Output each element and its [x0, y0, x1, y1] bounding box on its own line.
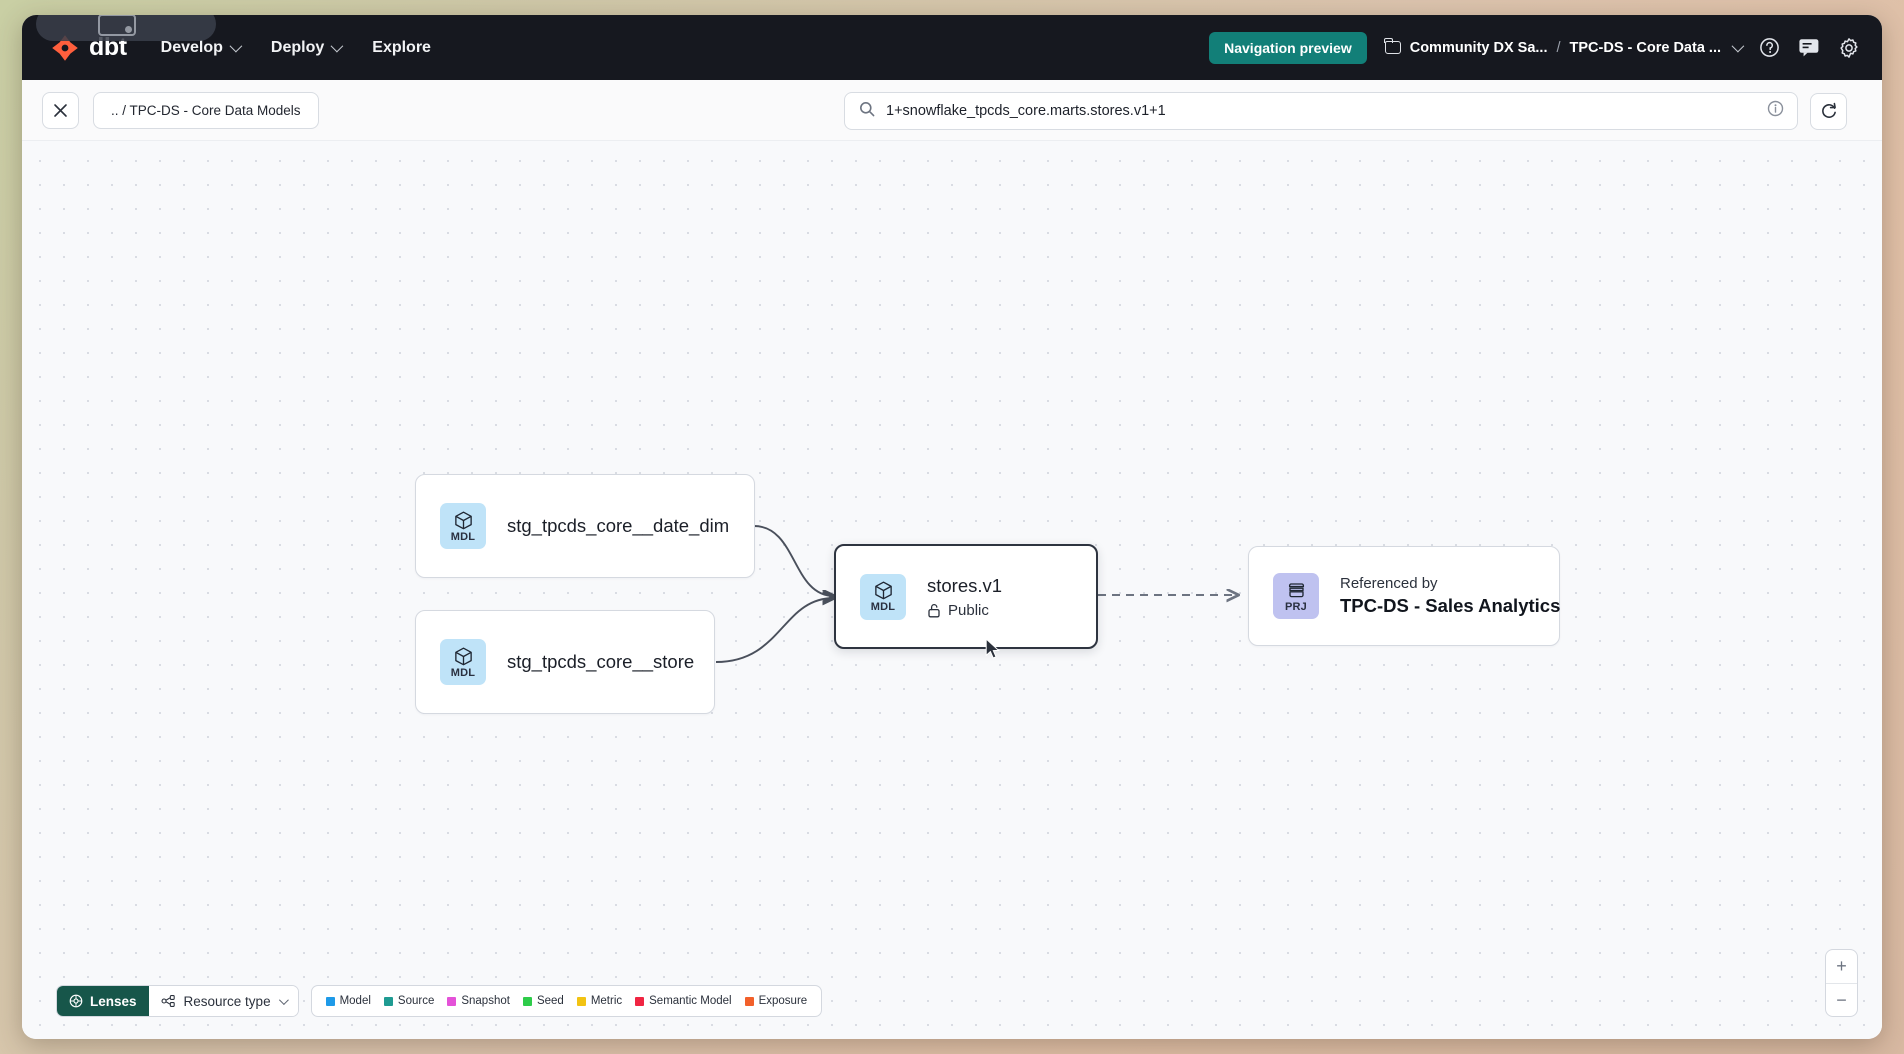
lenses-button[interactable]: Lenses	[57, 986, 149, 1016]
zoom-out-button[interactable]: −	[1826, 983, 1857, 1016]
badge-label: MDL	[870, 601, 896, 613]
legend-label: Snapshot	[461, 995, 510, 1007]
legend-item: Semantic Model	[635, 995, 732, 1007]
legend-label: Metric	[590, 995, 623, 1007]
badge-label: MDL	[450, 666, 476, 679]
node-title: TPC-DS - Sales Analytics	[1340, 595, 1561, 616]
header-right-cluster: Navigation preview Community DX Sa... / …	[1209, 31, 1860, 64]
legend-item: Source	[383, 995, 435, 1007]
lineage-canvas[interactable]: MDL stg_tpcds_core__date_dim MDL stg_tp	[22, 141, 1882, 1039]
app-window: dbt Develop Deploy Explore Navigation pr…	[22, 15, 1882, 1039]
refresh-button[interactable]	[1810, 92, 1847, 130]
close-lineage-button[interactable]	[42, 91, 79, 129]
legend-swatch-seed	[522, 996, 532, 1006]
legend-item: Model	[325, 995, 371, 1007]
node-text: stg_tpcds_core__store	[507, 651, 694, 673]
chevron-down-icon	[229, 39, 243, 53]
legend-swatch-snapshot	[447, 996, 457, 1006]
nav-item-deploy[interactable]: Deploy	[270, 38, 344, 57]
stack-icon	[1288, 582, 1304, 597]
edge-store-to-stores	[715, 598, 834, 663]
legend-item: Exposure	[744, 995, 808, 1007]
legend-swatch-metric	[576, 996, 586, 1006]
search-field[interactable]	[844, 92, 1798, 130]
node-text: stores.v1 Public	[927, 575, 1002, 619]
legend-label: Seed	[536, 995, 564, 1007]
lineage-toolbar: .. / TPC-DS - Core Data Models	[22, 80, 1882, 141]
lens-group: Lenses Resource type	[56, 985, 299, 1017]
nav-item-develop[interactable]: Develop	[160, 38, 243, 57]
legend-label: Source	[397, 995, 435, 1007]
dbt-mark-icon	[50, 33, 80, 63]
node-access: Public	[927, 602, 1002, 619]
breadcrumb-separator: /	[1556, 39, 1561, 56]
help-icon[interactable]	[1759, 37, 1780, 58]
nav-item-deploy-label: Deploy	[270, 38, 325, 56]
node-access-label: Public	[948, 601, 989, 619]
resource-icon	[161, 995, 175, 1007]
project-badge: PRJ	[1273, 573, 1319, 619]
lens-icon	[69, 994, 83, 1008]
zoom-in-button[interactable]: +	[1836, 956, 1847, 976]
resource-type-label: Resource type	[183, 993, 271, 1009]
legend-label: Exposure	[758, 995, 808, 1007]
legend-swatch-exposure	[744, 996, 754, 1006]
model-badge: MDL	[860, 573, 906, 620]
feedback-icon[interactable]	[1798, 37, 1820, 58]
breadcrumb-project[interactable]: TPC-DS - Core Data ...	[1569, 39, 1721, 56]
unlock-icon	[928, 603, 940, 617]
breadcrumb[interactable]: .. / TPC-DS - Core Data Models	[93, 91, 319, 129]
search-area	[844, 92, 1847, 130]
model-badge: MDL	[440, 503, 486, 549]
node-text: Referenced by TPC-DS - Sales Analytics	[1340, 575, 1560, 617]
node-kicker: Referenced by	[1340, 575, 1438, 592]
node-text: stg_tpcds_core__date_dim	[507, 515, 729, 537]
legend-item: Metric	[576, 995, 623, 1007]
cube-icon	[874, 581, 892, 600]
folder-icon	[1384, 37, 1401, 54]
legend-label: Semantic Model	[649, 995, 732, 1007]
info-icon[interactable]	[1767, 100, 1784, 122]
legend-swatch-source	[383, 996, 393, 1006]
node-referenced-project[interactable]: PRJ Referenced by TPC-DS - Sales Analyti…	[1248, 546, 1560, 646]
node-title: stg_tpcds_core__date_dim	[507, 515, 730, 536]
header-breadcrumb: Community DX Sa... / TPC-DS - Core Data …	[1384, 37, 1745, 56]
chevron-down-icon[interactable]	[1731, 39, 1745, 53]
node-stores-v1[interactable]: MDL stores.v1 Public	[834, 544, 1098, 649]
nav-item-develop-label: Develop	[160, 38, 223, 56]
app-header: dbt Develop Deploy Explore Navigation pr…	[22, 15, 1882, 80]
node-title: stg_tpcds_core__store	[507, 651, 695, 672]
navigation-preview-button[interactable]: Navigation preview	[1209, 31, 1367, 64]
badge-label: PRJ	[1285, 600, 1307, 613]
search-input[interactable]	[886, 103, 1756, 119]
badge-label: MDL	[450, 530, 476, 543]
node-stg-tpcds-core-date-dim[interactable]: MDL stg_tpcds_core__date_dim	[415, 474, 755, 578]
primary-nav: Develop Deploy Explore	[161, 39, 431, 57]
search-icon	[859, 101, 875, 122]
breadcrumb-account[interactable]: Community DX Sa...	[1409, 39, 1548, 56]
zoom-controls: + −	[1825, 949, 1858, 1017]
cube-icon	[454, 647, 472, 665]
settings-icon[interactable]	[1838, 37, 1860, 59]
edge-date-dim-to-stores	[753, 525, 834, 596]
tab-icon	[98, 15, 136, 36]
legend-label: Model	[339, 995, 371, 1007]
lenses-label: Lenses	[90, 993, 137, 1009]
legend-swatch-model	[325, 996, 335, 1006]
legend-item: Seed	[522, 995, 564, 1007]
nav-item-explore-label: Explore	[372, 38, 431, 56]
resource-type-legend: Model Source Snapshot Seed Metric	[310, 985, 823, 1017]
cube-icon	[454, 511, 472, 529]
legend-swatch-semantic-model	[635, 996, 645, 1006]
resource-type-dropdown[interactable]: Resource type	[148, 986, 298, 1016]
browser-tab-chrome	[36, 15, 216, 41]
chevron-down-icon	[278, 994, 289, 1005]
node-stg-tpcds-core-store[interactable]: MDL stg_tpcds_core__store	[415, 610, 715, 714]
chevron-down-icon	[330, 39, 344, 53]
node-title: stores.v1	[927, 574, 1003, 596]
nav-item-explore[interactable]: Explore	[372, 39, 431, 57]
legend-item: Snapshot	[447, 995, 510, 1007]
lineage-bottom-bar: Lenses Resource type	[56, 985, 823, 1017]
model-badge: MDL	[440, 639, 486, 685]
